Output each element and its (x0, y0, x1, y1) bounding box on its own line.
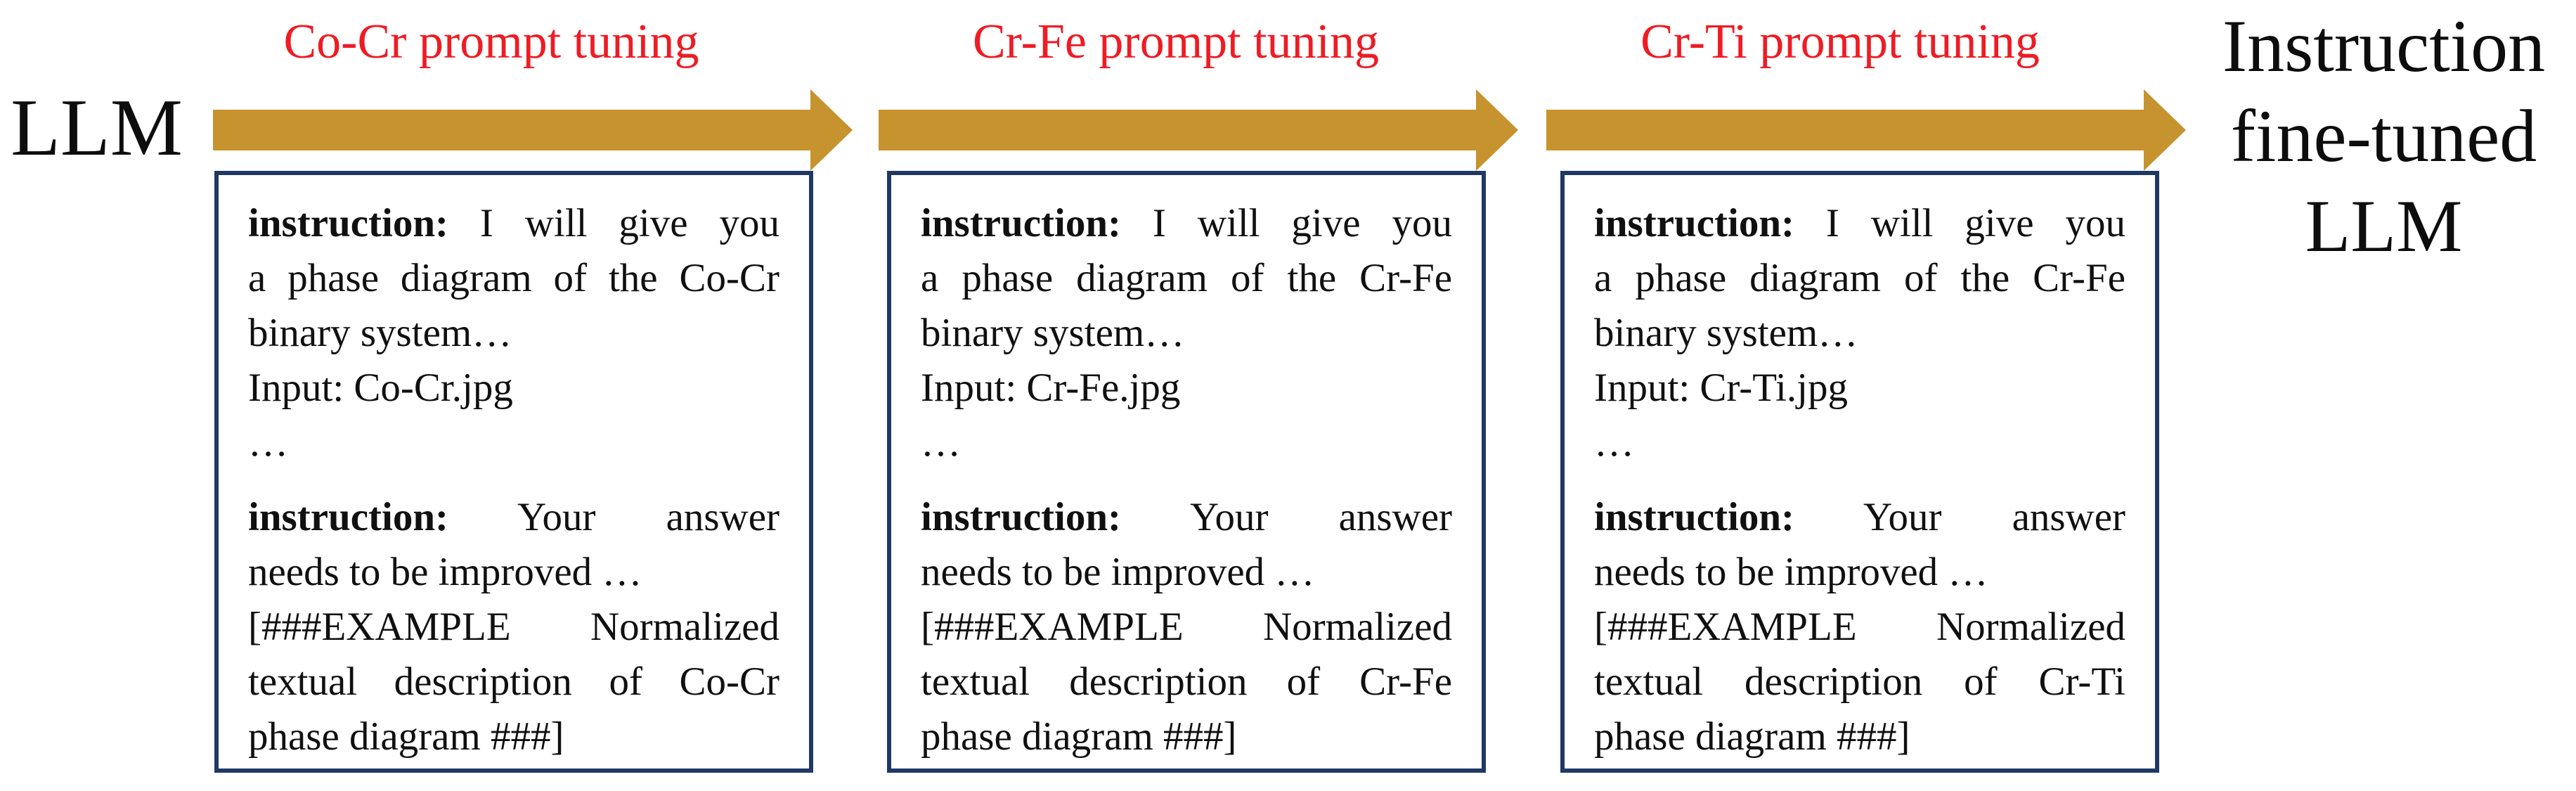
box-text-line: textual description of Cr-Ti (1594, 655, 2125, 709)
prompt-tuning-arrow-1 (213, 89, 853, 171)
box-text-line: … (1594, 416, 2125, 470)
stage-label-co-cr: Co-Cr prompt tuning (283, 15, 699, 69)
box-text-line: needs to be improved … (248, 545, 779, 600)
instruction-keyword: instruction: (921, 201, 1121, 245)
box-text-line: … (248, 416, 779, 470)
box-text-line: phase diagram ###] (248, 709, 779, 764)
box-text-line: binary system… (921, 306, 1452, 361)
instruction-text: needs to be improved … (921, 550, 1315, 594)
instruction-text: binary system… (248, 311, 512, 355)
box-text-line: [###EXAMPLE Normalized (248, 600, 779, 655)
box-text-line: phase diagram ###] (921, 709, 1452, 764)
instruction-text: … (248, 420, 288, 465)
instruction-text: Input: Cr-Ti.jpg (1594, 366, 1848, 410)
source-model-label: LLM (11, 83, 183, 173)
box-text-line: instruction: I will give you (1594, 196, 2125, 251)
instruction-text: a phase diagram of the Co-Cr (248, 256, 779, 300)
box-text-line: instruction: Your answer (248, 490, 779, 545)
box-text-line: [###EXAMPLE Normalized (921, 600, 1452, 655)
box-text-line: Input: Cr-Fe.jpg (921, 361, 1452, 416)
instruction-text: I will give you (1794, 201, 2125, 245)
instruction-text: Your answer (448, 495, 779, 539)
instruction-text: [###EXAMPLE Normalized (1594, 605, 2125, 649)
instruction-text: a phase diagram of the Cr-Fe (1594, 256, 2125, 300)
instruction-text: I will give you (448, 201, 779, 245)
box-text-line: binary system… (1594, 306, 2125, 361)
box-text-line: instruction: Your answer (921, 490, 1452, 545)
result-model-label: Instruction fine-tuned LLM (2222, 5, 2546, 267)
prompt-box-co-cr: instruction: I will give you a phase diag… (214, 171, 813, 773)
box-text-line: needs to be improved … (921, 545, 1452, 600)
prompt-box-cr-ti: instruction: I will give you a phase diag… (1560, 171, 2159, 773)
instruction-text: needs to be improved … (1594, 550, 1988, 594)
instruction-text: textual description of Cr-Fe (921, 660, 1452, 704)
instruction-text: textual description of Co-Cr (248, 660, 779, 704)
instruction-text: Your answer (1794, 495, 2125, 539)
box-text-line: needs to be improved … (1594, 545, 2125, 600)
box-text-line: instruction: Your answer (1594, 490, 2125, 545)
instruction-keyword: instruction: (1594, 495, 1794, 539)
instruction-text: needs to be improved … (248, 550, 642, 594)
instruction-text: … (1594, 420, 1634, 465)
instruction-text: I will give you (1121, 201, 1452, 245)
instruction-text: phase diagram ###] (921, 714, 1237, 759)
instruction-keyword: instruction: (248, 201, 448, 245)
instruction-text: a phase diagram of the Cr-Fe (921, 256, 1452, 300)
instruction-text: [###EXAMPLE Normalized (921, 605, 1452, 649)
box-text-line: phase diagram ###] (1594, 709, 2125, 764)
instruction-text: binary system… (1594, 311, 1858, 355)
instruction-text: phase diagram ###] (248, 714, 564, 759)
stage-label-cr-ti: Cr-Ti prompt tuning (1640, 15, 2040, 69)
box-text-line: instruction: I will give you (921, 196, 1452, 251)
box-text-line: a phase diagram of the Cr-Fe (1594, 251, 2125, 306)
stage-label-cr-fe: Cr-Fe prompt tuning (972, 15, 1379, 69)
box-text-line: binary system… (248, 306, 779, 361)
prompt-tuning-arrow-3 (1546, 89, 2186, 171)
box-text-line: instruction: I will give you (248, 196, 779, 251)
instruction-text: … (921, 420, 961, 465)
instruction-text: Input: Cr-Fe.jpg (921, 366, 1181, 410)
box-text-line: … (921, 416, 1452, 470)
instruction-text: textual description of Cr-Ti (1594, 660, 2125, 704)
box-text-line: Input: Co-Cr.jpg (248, 361, 779, 416)
prompt-box-cr-fe: instruction: I will give you a phase diag… (887, 171, 1486, 773)
box-text-line: textual description of Co-Cr (248, 655, 779, 709)
instruction-text: Your answer (1121, 495, 1452, 539)
instruction-text: Input: Co-Cr.jpg (248, 366, 513, 410)
instruction-text: [###EXAMPLE Normalized (248, 605, 779, 649)
box-text-line: Input: Cr-Ti.jpg (1594, 361, 2125, 416)
prompt-tuning-arrow-2 (879, 89, 1518, 171)
box-text-line: a phase diagram of the Co-Cr (248, 251, 779, 306)
instruction-keyword: instruction: (1594, 201, 1794, 245)
box-text-line: textual description of Cr-Fe (921, 655, 1452, 709)
instruction-text: phase diagram ###] (1594, 714, 1910, 759)
box-text-line: a phase diagram of the Cr-Fe (921, 251, 1452, 306)
instruction-text: binary system… (921, 311, 1185, 355)
instruction-keyword: instruction: (248, 495, 448, 539)
instruction-keyword: instruction: (921, 495, 1121, 539)
box-text-line: [###EXAMPLE Normalized (1594, 600, 2125, 655)
